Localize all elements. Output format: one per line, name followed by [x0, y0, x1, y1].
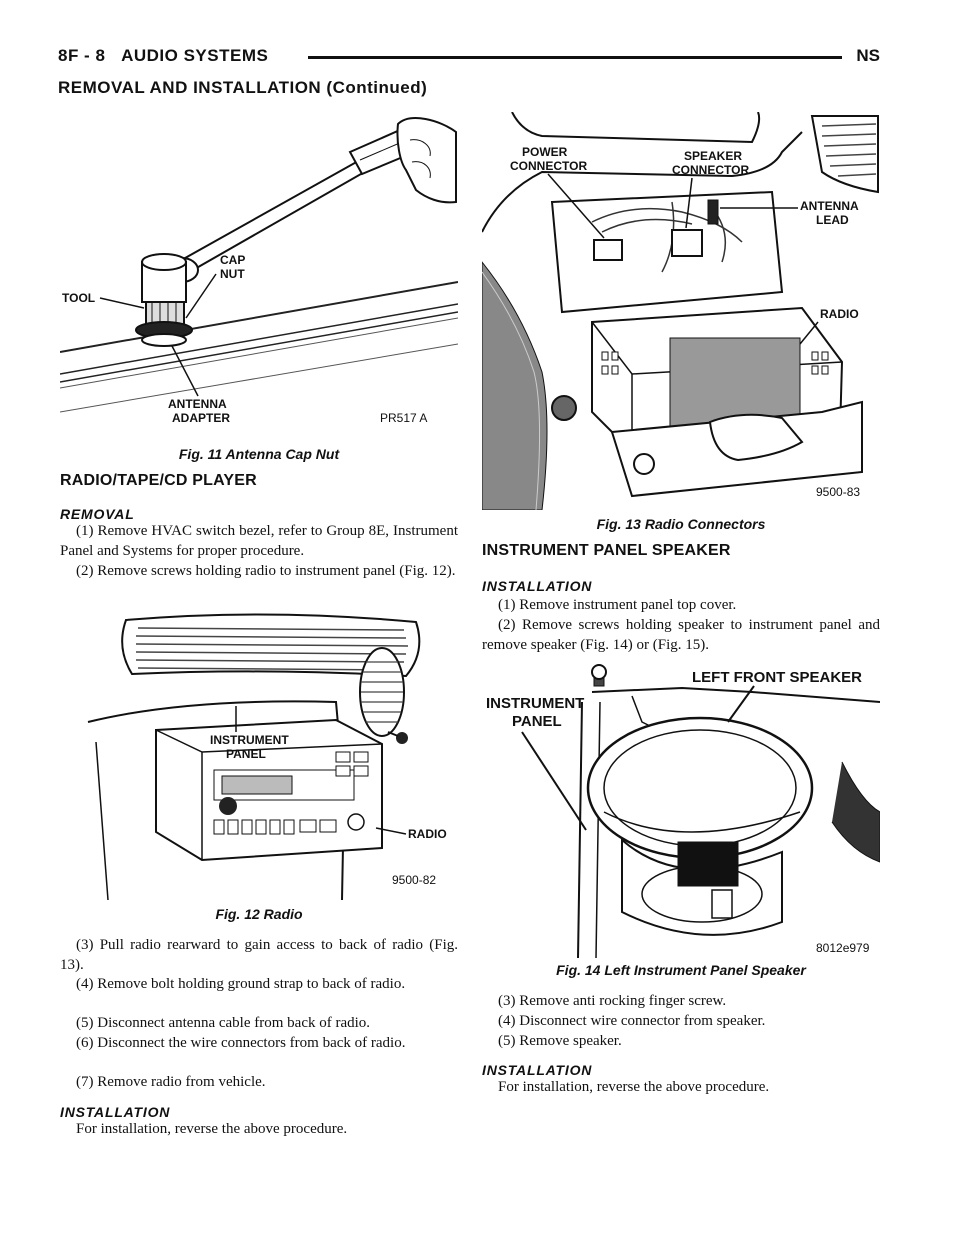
- continued-heading: REMOVAL AND INSTALLATION (Continued): [58, 78, 428, 97]
- speaker-step-4: (4) Disconnect wire connector from speak…: [498, 1013, 766, 1029]
- header-rule: [308, 56, 842, 59]
- fig13-speaker-connector-label: CONNECTOR: [672, 163, 749, 177]
- fig13-power-label: POWER: [522, 145, 568, 159]
- fig14-illustration: LEFT FRONT SPEAKER INSTRUMENT PANEL 8012…: [482, 662, 880, 958]
- fig14-left-front-speaker-label: LEFT FRONT SPEAKER: [692, 669, 862, 686]
- fig13-illustration: POWER CONNECTOR SPEAKER CONNECTOR ANTENN…: [482, 112, 880, 510]
- fig11-caption: Fig. 11 Antenna Cap Nut: [178, 446, 340, 462]
- speaker-step-1: (1) Remove instrument panel top cover.: [498, 597, 737, 613]
- section-name: AUDIO SYSTEMS: [121, 46, 269, 65]
- speaker-installation-title-2: INSTALLATION: [482, 1062, 593, 1078]
- model-code: NS: [856, 46, 880, 65]
- fig11-nut-label: NUT: [220, 267, 245, 281]
- speaker-step-5: (5) Remove speaker.: [498, 1033, 622, 1049]
- fig13-speaker-label: SPEAKER: [684, 149, 742, 163]
- fig11-adapter-label: ADAPTER: [172, 411, 230, 425]
- fig13-power-connector-label: CONNECTOR: [510, 159, 587, 173]
- fig11-code: PR517 A: [380, 411, 427, 425]
- radio-step-6: (6) Disconnect the wire connectors from …: [76, 1035, 406, 1051]
- page-header: 8F - 8 AUDIO SYSTEMS NS: [58, 46, 880, 74]
- speaker-section-title: INSTRUMENT PANEL SPEAKER: [482, 542, 731, 559]
- radio-step-4: (4) Remove bolt holding ground strap to …: [76, 976, 406, 992]
- radio-installation-text: For installation, reverse the above proc…: [76, 1121, 348, 1137]
- fig14-instrument-label: INSTRUMENT: [486, 695, 584, 712]
- speaker-installation-title-1: INSTALLATION: [482, 578, 593, 594]
- speaker-installation-text: For installation, reverse the above proc…: [498, 1079, 770, 1095]
- fig14-caption: Fig. 14 Left Instrument Panel Speaker: [556, 962, 806, 978]
- fig13-caption: Fig. 13 Radio Connectors: [596, 516, 766, 532]
- fig12-panel-label: PANEL: [226, 747, 266, 761]
- fig13-antenna-label: ANTENNA: [800, 199, 859, 213]
- fig11-antenna-label: ANTENNA: [168, 397, 227, 411]
- page-id: 8F - 8: [58, 46, 106, 65]
- fig14-panel-label: PANEL: [512, 713, 562, 730]
- fig11-illustration: CAP NUT TOOL ANTENNA ADAPTER PR517 A: [60, 112, 458, 438]
- speaker-step-2: (2) Remove screws holding speaker to ins…: [482, 617, 880, 653]
- fig12-caption: Fig. 12 Radio: [215, 906, 303, 922]
- radio-step-2: (2) Remove screws holding radio to instr…: [76, 563, 456, 579]
- radio-installation-title: INSTALLATION: [60, 1104, 171, 1120]
- fig13-lead-label: LEAD: [816, 213, 849, 227]
- radio-step-5: (5) Disconnect antenna cable from back o…: [76, 1015, 371, 1031]
- fig12-radio-label: RADIO: [408, 827, 447, 841]
- fig12-code: 9500-82: [392, 873, 436, 887]
- fig13-code: 9500-83: [816, 485, 860, 499]
- fig12-instrument-label: INSTRUMENT: [210, 733, 289, 747]
- speaker-step-3: (3) Remove anti rocking finger screw.: [498, 993, 727, 1009]
- fig11-tool-label: TOOL: [62, 291, 95, 305]
- radio-step-3: (3) Pull radio rearward to gain access t…: [60, 937, 458, 973]
- fig14-code: 8012e979: [816, 941, 870, 955]
- fig13-radio-label: RADIO: [820, 307, 859, 321]
- radio-section-title: RADIO/TAPE/CD PLAYER: [60, 472, 257, 489]
- radio-step-7: (7) Remove radio from vehicle.: [76, 1074, 266, 1090]
- radio-removal-title: REMOVAL: [60, 506, 135, 522]
- fig11-cap-label: CAP: [220, 253, 245, 267]
- radio-step-1: (1) Remove HVAC switch bezel, refer to G…: [60, 523, 458, 559]
- fig12-illustration: INSTRUMENT PANEL RADIO 9500-82: [86, 612, 458, 900]
